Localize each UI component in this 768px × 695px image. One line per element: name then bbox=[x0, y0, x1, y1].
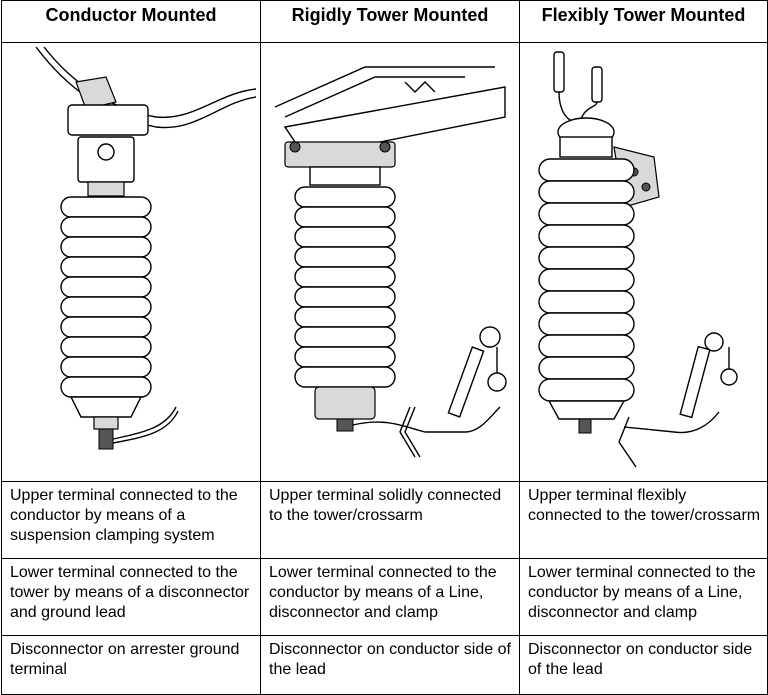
conductor-mounted-disconnector: Disconnector on arrester ground terminal bbox=[1, 635, 261, 695]
rigidly-tower-mounted-arrester-drawing bbox=[274, 66, 507, 458]
conductor-mounted-illustration-cell bbox=[1, 42, 261, 482]
rigidly-tower-mounted-disconnector: Disconnector on conductor side of the le… bbox=[260, 635, 520, 695]
rigidly-tower-mounted-upper-terminal: Upper terminal solidly connected to the … bbox=[260, 481, 520, 559]
flexibly-tower-mounted-lower-terminal: Lower terminal connected to the conducto… bbox=[519, 558, 768, 636]
flexibly-tower-mounted-arrester-drawing bbox=[537, 51, 738, 468]
lower-terminal-row: Lower terminal connected to the tower by… bbox=[1, 558, 768, 636]
header-rigidly-tower-mounted: Rigidly Tower Mounted bbox=[260, 0, 520, 43]
flexibly-tower-mounted-upper-terminal: Upper terminal flexibly connected to the… bbox=[519, 481, 768, 559]
header-row: Conductor Mounted Rigidly Tower Mounted … bbox=[1, 0, 768, 43]
rigidly-tower-mounted-lower-terminal: Lower terminal connected to the conducto… bbox=[260, 558, 520, 636]
header-conductor-mounted: Conductor Mounted bbox=[1, 0, 261, 43]
flexibly-tower-mounted-illustration-cell bbox=[519, 42, 768, 482]
conductor-mounted-arrester-drawing bbox=[35, 47, 256, 450]
flexibly-tower-mounted-sheds bbox=[537, 158, 635, 402]
rigidly-tower-mounted-sheds bbox=[294, 186, 396, 388]
conductor-mounted-lower-terminal: Lower terminal connected to the tower by… bbox=[1, 558, 261, 636]
conductor-mounted-sheds bbox=[60, 196, 152, 398]
illustration-row bbox=[1, 42, 768, 482]
header-flexibly-tower-mounted: Flexibly Tower Mounted bbox=[519, 0, 768, 43]
conductor-mounted-upper-terminal: Upper terminal connected to the conducto… bbox=[1, 481, 261, 559]
upper-terminal-row: Upper terminal connected to the conducto… bbox=[1, 481, 768, 559]
flexibly-tower-mounted-disconnector: Disconnector on conductor side of the le… bbox=[519, 635, 768, 695]
rigidly-tower-mounted-illustration-cell bbox=[260, 42, 520, 482]
disconnector-row: Disconnector on arrester ground terminal… bbox=[1, 635, 768, 695]
